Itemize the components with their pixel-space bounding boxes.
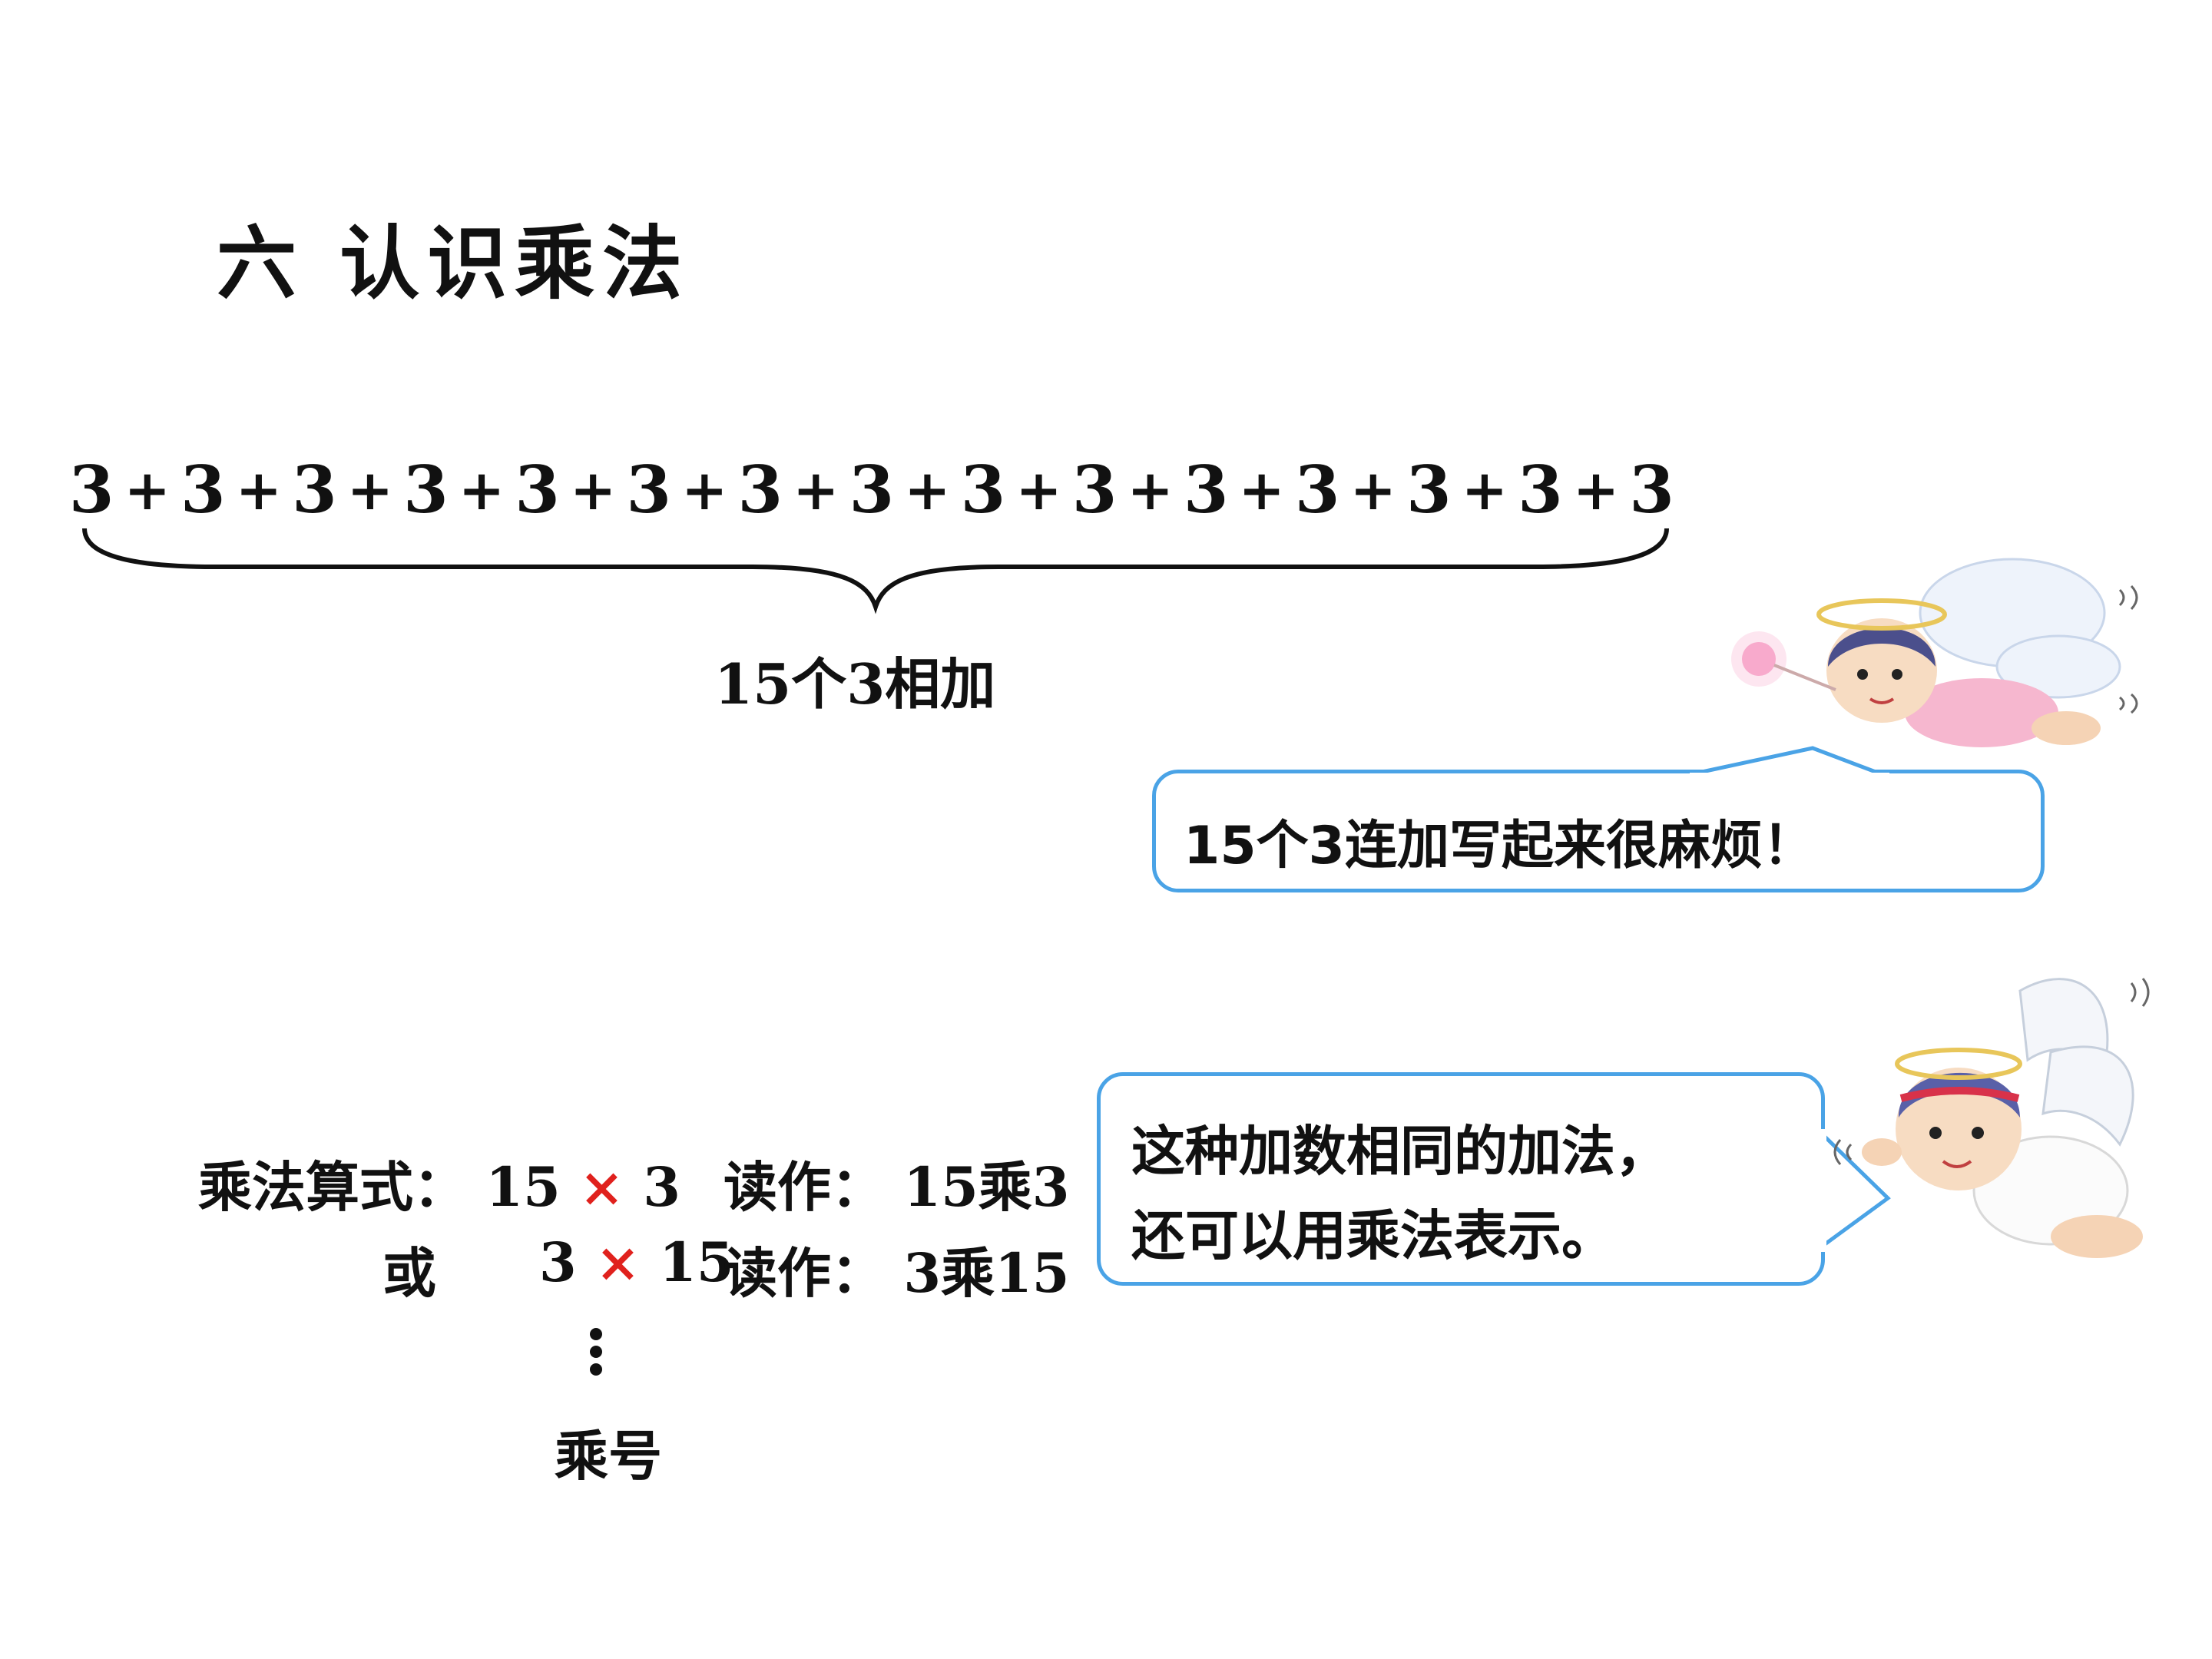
pointer-dots bbox=[590, 1323, 602, 1381]
dot bbox=[590, 1363, 602, 1376]
curly-brace bbox=[82, 528, 1669, 614]
sum-term: 3 bbox=[292, 451, 337, 528]
sign-name-label: 乘号 bbox=[555, 1424, 662, 1488]
sum-term: 3 bbox=[69, 451, 114, 528]
brace-label: 15个3相加 bbox=[714, 651, 996, 717]
plus-sign: + bbox=[904, 456, 951, 522]
formula-row-2-label: 或 bbox=[382, 1241, 436, 1305]
plus-sign: + bbox=[1461, 456, 1508, 522]
speech-bubble-top-text: 15个3连加写起来很麻烦！ bbox=[1184, 816, 1815, 876]
sum-term: 3 bbox=[849, 451, 895, 528]
sum-term: 3 bbox=[403, 451, 449, 528]
speech-bubble-bottom: 这种加数相同的加法， 还可以用乘法表示。 bbox=[1097, 1072, 1825, 1286]
sum-term: 3 bbox=[1183, 451, 1229, 528]
sum-term: 3 bbox=[1518, 451, 1563, 528]
speech-bubble-top: 15个3连加写起来很麻烦！ bbox=[1152, 770, 2045, 892]
sum-term: 3 bbox=[626, 451, 671, 528]
plus-sign: + bbox=[235, 456, 283, 522]
times-sign: × bbox=[595, 1230, 641, 1294]
formula-factor-a: 15 bbox=[485, 1155, 561, 1219]
formula-factor-a: 3 bbox=[539, 1230, 577, 1294]
sum-term: 3 bbox=[1071, 451, 1118, 528]
read-label: 读作： bbox=[724, 1241, 885, 1305]
sum-term: 3 bbox=[960, 451, 1006, 528]
plus-sign: + bbox=[1238, 456, 1285, 522]
sum-term: 3 bbox=[1406, 451, 1452, 528]
read-label: 读作： bbox=[724, 1155, 885, 1219]
speech-bubble-bottom-line1: 这种加数相同的加法， bbox=[1131, 1119, 1669, 1183]
sum-term: 3 bbox=[1629, 451, 1674, 528]
cherub-boy-illustration bbox=[1833, 978, 2150, 1258]
reading-row-1: 读作： 15乘3 bbox=[724, 1144, 1070, 1222]
times-sign: × bbox=[579, 1155, 624, 1219]
fairy-girl-illustration bbox=[1731, 558, 2138, 747]
read-value: 3乘15 bbox=[903, 1241, 1070, 1305]
sum-term: 3 bbox=[515, 451, 560, 528]
formula-row-1: 乘法算式： 15 × 3 bbox=[198, 1144, 680, 1222]
plus-sign: + bbox=[346, 456, 394, 522]
plus-sign: + bbox=[1127, 456, 1174, 522]
speech-bubble-bottom-line2: 还可以用乘法表示。 bbox=[1131, 1204, 1615, 1267]
sum-term: 3 bbox=[737, 451, 783, 528]
speech-bubble-top-tail bbox=[1690, 746, 1889, 780]
repeated-addition: 3 + 3 + 3 + 3 + 3 + 3 + 3 + 3 + 3 + 3 + … bbox=[69, 447, 1674, 531]
plus-sign: + bbox=[458, 456, 505, 522]
formula-factor-b: 3 bbox=[643, 1155, 680, 1219]
dot bbox=[590, 1328, 602, 1340]
page-title: 六 认识乘法 bbox=[217, 216, 690, 310]
dot bbox=[590, 1346, 602, 1358]
plus-sign: + bbox=[793, 456, 839, 522]
sum-term: 3 bbox=[180, 451, 226, 528]
formula-label: 乘法算式： bbox=[198, 1155, 467, 1219]
plus-sign: + bbox=[681, 456, 728, 522]
reading-row-2: 读作： 3乘15 bbox=[724, 1230, 1070, 1308]
plus-sign: + bbox=[124, 456, 171, 522]
formula-row-2: 3 × 15 bbox=[539, 1230, 734, 1294]
plus-sign: + bbox=[569, 456, 617, 522]
formula-factor-b: 15 bbox=[659, 1230, 734, 1294]
sum-term: 3 bbox=[1295, 451, 1340, 528]
plus-sign: + bbox=[1015, 456, 1062, 522]
plus-sign: + bbox=[1349, 456, 1396, 522]
read-value: 15乘3 bbox=[903, 1155, 1070, 1219]
plus-sign: + bbox=[1572, 456, 1620, 522]
